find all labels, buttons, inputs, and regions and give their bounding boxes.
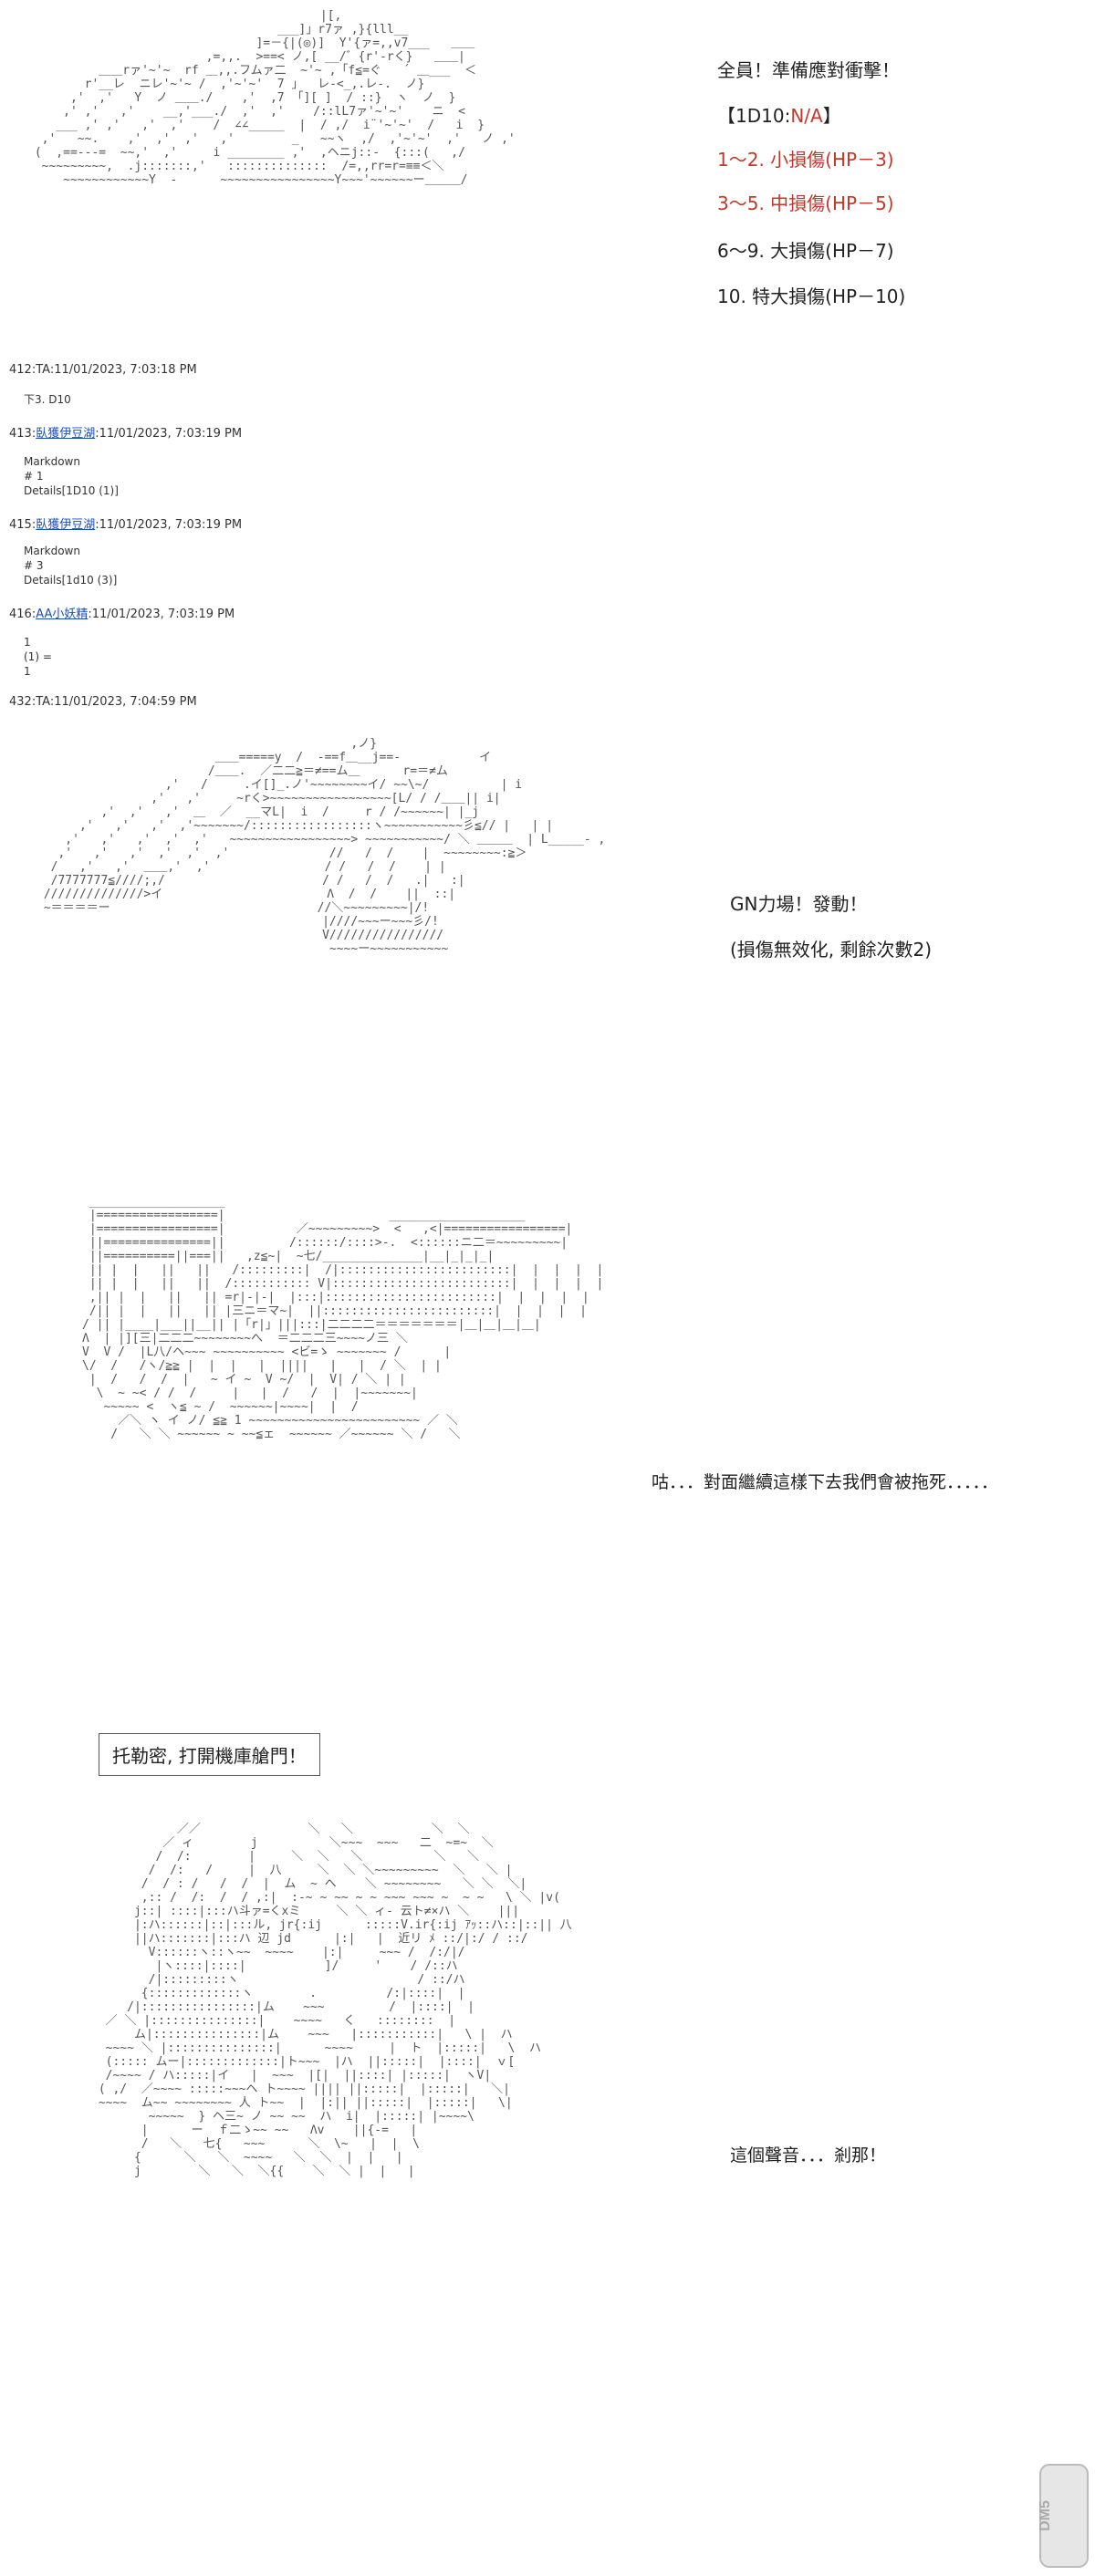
post-body-413: Markdown # 1 Details[1D10 (1)] bbox=[24, 455, 119, 497]
post-header-412: 412:TA:11/01/2023, 7:03:18 PM bbox=[9, 363, 197, 377]
damage-large: 6～9. 大損傷(HP－7) bbox=[717, 240, 894, 262]
hangar-door-order-box: 托勒密, 打開機庫艙門！ bbox=[99, 1733, 320, 1776]
ascii-art-mech-gn-field: ,ノ} ＿＿=====y / -==f＿__j==- イ /＿＿. ／二二≧＝≠… bbox=[43, 737, 606, 956]
post-body-415: Markdown # 3 Details[1d10 (3)] bbox=[24, 545, 118, 587]
dm5-watermark-logo: DM5 bbox=[1038, 2464, 1089, 2568]
ascii-art-ship-1: |[, ___]」r7ァ ,}{lll__ ]=－{|(◎)] Y'{ァ=,,v… bbox=[34, 9, 516, 187]
ascii-art-characters: ／／ ＼ ＼ ＼ ＼ ／ ィ j ＼~~~ ~~~ 二 ~=~ ＼ / /: |… bbox=[98, 1823, 572, 2178]
roll-prefix: 【1D10: bbox=[717, 105, 791, 127]
damage-small: 1～2. 小損傷(HP－3) bbox=[717, 149, 894, 171]
svg-text:DM5: DM5 bbox=[1038, 2500, 1053, 2531]
poster-link[interactable]: AA小妖精 bbox=[36, 608, 89, 621]
post-header-416: 416:AA小妖精:11/01/2023, 7:03:19 PM bbox=[9, 608, 235, 621]
damage-medium: 3～5. 中損傷(HP－5) bbox=[717, 192, 894, 214]
post-body-416: 1 (1) = 1 bbox=[24, 636, 52, 678]
poster-link[interactable]: 臥獲伊豆湖 bbox=[36, 518, 96, 532]
gn-field-line2: (損傷無效化, 剩餘次數2) bbox=[730, 939, 933, 961]
impact-title: 全員！準備應對衝擊！ bbox=[717, 59, 900, 81]
roll-label: 【1D10:N/A】 bbox=[717, 104, 841, 128]
post-header-432: 432:TA:11/01/2023, 7:04:59 PM bbox=[9, 695, 197, 709]
damage-extra-large: 10. 特大損傷(HP－10) bbox=[717, 286, 906, 307]
post-header-415: 415:臥獲伊豆湖:11/01/2023, 7:03:19 PM bbox=[9, 518, 243, 532]
poster-link[interactable]: 臥獲伊豆湖 bbox=[36, 427, 96, 441]
ascii-art-battleship: ___________________ |=================| … bbox=[82, 1195, 604, 1441]
dialogue-dragged-to-death: 咕．．．對面繼續這樣下去我們會被拖死．．．．． bbox=[652, 1472, 999, 1492]
roll-value: N/A bbox=[790, 105, 823, 127]
gn-field-line1: GN力場！發動！ bbox=[730, 893, 868, 915]
dialogue-this-voice-setsuna: 這個聲音．．．剎那！ bbox=[730, 2145, 887, 2166]
post-body-412: 下3. D10 bbox=[24, 393, 71, 406]
post-header-413: 413:臥獲伊豆湖:11/01/2023, 7:03:19 PM bbox=[9, 427, 243, 441]
roll-suffix: 】 bbox=[822, 105, 841, 127]
